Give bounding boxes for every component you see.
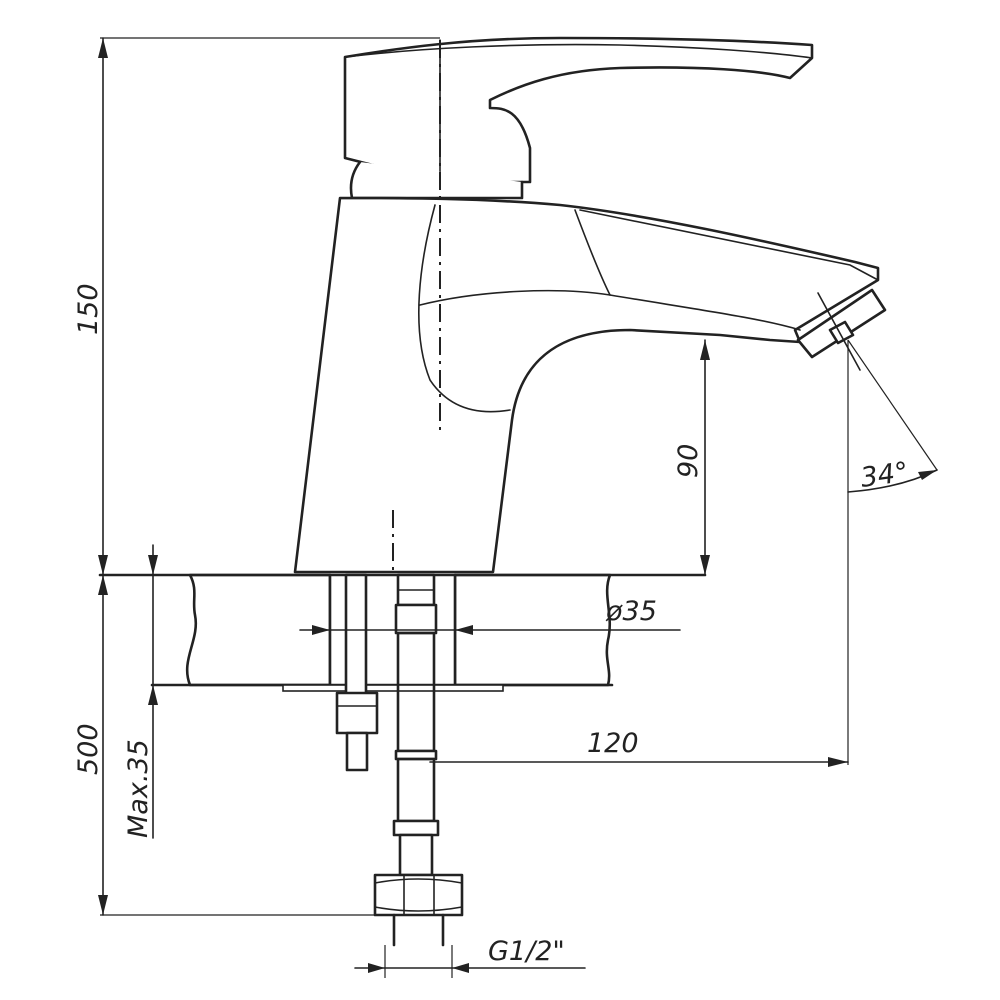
dim-clearance-label: 90 (673, 444, 704, 478)
dim-reach-label: 120 (587, 728, 639, 759)
dim-hole-diameter-label: ø35 (605, 596, 657, 627)
fixing-stud (335, 573, 379, 772)
dimension-lines (98, 37, 938, 978)
supply-hose (373, 573, 464, 947)
dim-hose-label: 500 (73, 723, 104, 775)
faucet-body (293, 36, 887, 574)
hose-braid-lower (396, 757, 436, 823)
dim-deck-thickness-label: Max.35 (123, 739, 154, 838)
union-nut (373, 873, 464, 917)
dim-thread-label: G1/2" (488, 936, 565, 967)
center-lines (299, 40, 861, 631)
fixing-nut (335, 691, 379, 735)
lever-handle (343, 36, 814, 184)
slab-right-hatch (453, 573, 612, 687)
washer-plate (282, 684, 504, 692)
spout-body (293, 196, 880, 574)
dim-height-label: 150 (73, 283, 104, 335)
dim-angle-label: 34° (859, 457, 911, 494)
